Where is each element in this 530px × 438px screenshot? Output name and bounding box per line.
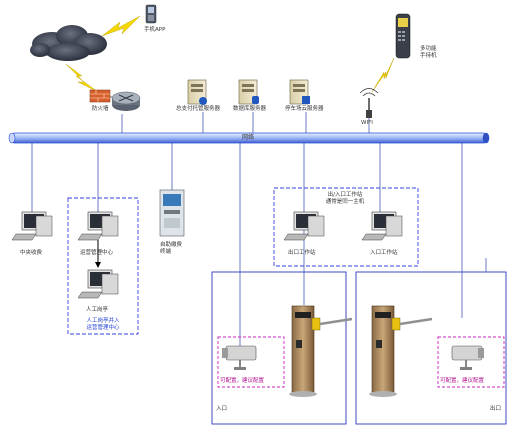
camera-left-icon bbox=[222, 345, 257, 370]
bus-label: 网络 bbox=[242, 134, 255, 141]
mobile-terminal-label: 多功能 手持机 bbox=[420, 46, 437, 59]
pc-exit-icon bbox=[283, 211, 325, 241]
camera-box-left bbox=[217, 336, 285, 388]
server-db-icon bbox=[238, 79, 259, 105]
camera-note-left: 可配置，建议配置 bbox=[220, 378, 265, 384]
barrier-gate-entry-icon bbox=[289, 305, 353, 397]
pc-entry-icon bbox=[361, 211, 403, 241]
exit-lane-label: 出口 bbox=[490, 406, 502, 412]
camera-note-right: 可配置，建议配置 bbox=[440, 378, 485, 384]
server-pay-label: 总支付托管服务器 bbox=[176, 106, 221, 112]
exit-lane-frame bbox=[355, 271, 507, 425]
mgmt-group-label: 人工岗亭并入 运营管理中心 bbox=[86, 318, 120, 331]
lane-pc-group-box bbox=[273, 187, 419, 267]
wifi-antenna-icon bbox=[359, 88, 379, 118]
pc-center-icon bbox=[11, 211, 53, 241]
manual-pc-label: 人工岗亭 bbox=[86, 307, 109, 313]
kiosk-label: 自助缴费 终端 bbox=[160, 242, 183, 255]
mgmt-pc-label: 运营管理中心 bbox=[80, 250, 114, 256]
lane-pc-group-label: 出/入口工作站 通常是同一主机 bbox=[325, 192, 365, 205]
mgmt-link-arrow bbox=[95, 240, 101, 268]
entry-ws-label: 入口工作站 bbox=[370, 250, 398, 256]
camera-box-right bbox=[437, 336, 505, 388]
kiosk-icon bbox=[159, 189, 185, 237]
router-icon bbox=[111, 91, 141, 111]
smartphone-icon bbox=[145, 4, 157, 24]
internet-cloud-icon bbox=[30, 25, 107, 61]
wireless-bolt-icon bbox=[101, 15, 141, 37]
handheld-terminal-icon bbox=[395, 13, 411, 59]
phone-label: 手机APP bbox=[144, 27, 166, 33]
pc-manual-icon bbox=[77, 269, 119, 299]
network-bus bbox=[8, 132, 490, 144]
mgmt-group-box bbox=[67, 197, 139, 335]
wifi-label: WIFI bbox=[361, 120, 373, 126]
exit-ws-label: 出口工作站 bbox=[288, 250, 316, 256]
server-parking-label: 停车场云服务器 bbox=[285, 106, 324, 112]
firewall-icon bbox=[89, 89, 111, 103]
server-pay-icon bbox=[187, 79, 207, 105]
center-pc-label: 中央收费 bbox=[20, 250, 43, 256]
wireless-bolt-icon-2 bbox=[65, 63, 99, 93]
barrier-gate-exit-icon bbox=[369, 305, 433, 397]
entry-lane-frame bbox=[211, 271, 347, 425]
pc-mgmt-icon bbox=[77, 211, 119, 241]
server-parking-icon bbox=[289, 79, 310, 105]
entry-lane-label: 入口 bbox=[216, 406, 228, 412]
server-db-label: 数据库服务器 bbox=[233, 106, 267, 112]
camera-right-icon bbox=[451, 345, 484, 370]
firewall-label: 防火墙 bbox=[92, 106, 109, 112]
wireless-bolt-icon-3 bbox=[371, 57, 395, 93]
